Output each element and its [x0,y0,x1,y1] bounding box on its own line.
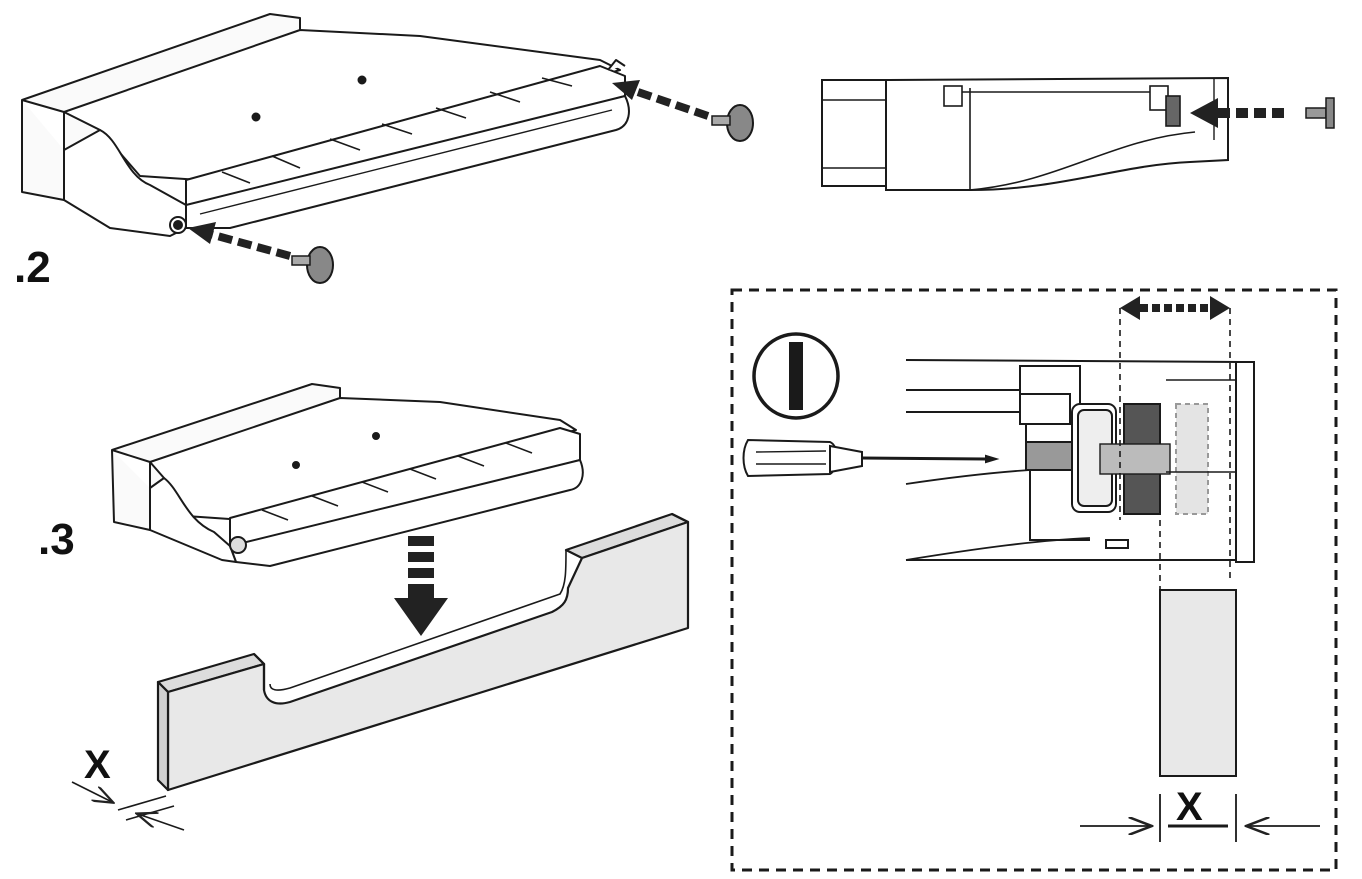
detail-box [730,288,1338,872]
step3-front-panel [156,512,690,792]
x-label-left: X [84,743,111,787]
screwdriver-icon [742,438,1000,478]
side-view-drawing [821,76,1229,191]
detail-guide-lines [1119,308,1231,590]
step2-push-arrow-right [630,86,710,120]
x-dimension-left [71,781,185,831]
detail-panel-board [1159,589,1237,777]
step2-pin-left [291,246,334,284]
step3-down-arrow [394,536,448,636]
side-view-pin [1305,97,1335,129]
step2-pin-right [711,104,754,142]
x-dimension-right [1080,794,1320,842]
flat-screwdriver-icon [752,332,840,420]
double-arrow-icon [1120,296,1230,320]
step2-arrowhead-left [188,222,216,244]
detail-cross-section [905,359,1255,563]
step2-label: .2 [14,243,51,292]
step2-housing-drawing [21,13,630,237]
side-view-arrowhead [1190,98,1218,128]
step2-arrowhead-right [612,80,640,100]
x-label-right: X [1176,785,1203,829]
step2-push-arrow-left [208,230,292,260]
step3-label: .3 [38,515,75,564]
step3-housing-drawing [111,383,584,567]
